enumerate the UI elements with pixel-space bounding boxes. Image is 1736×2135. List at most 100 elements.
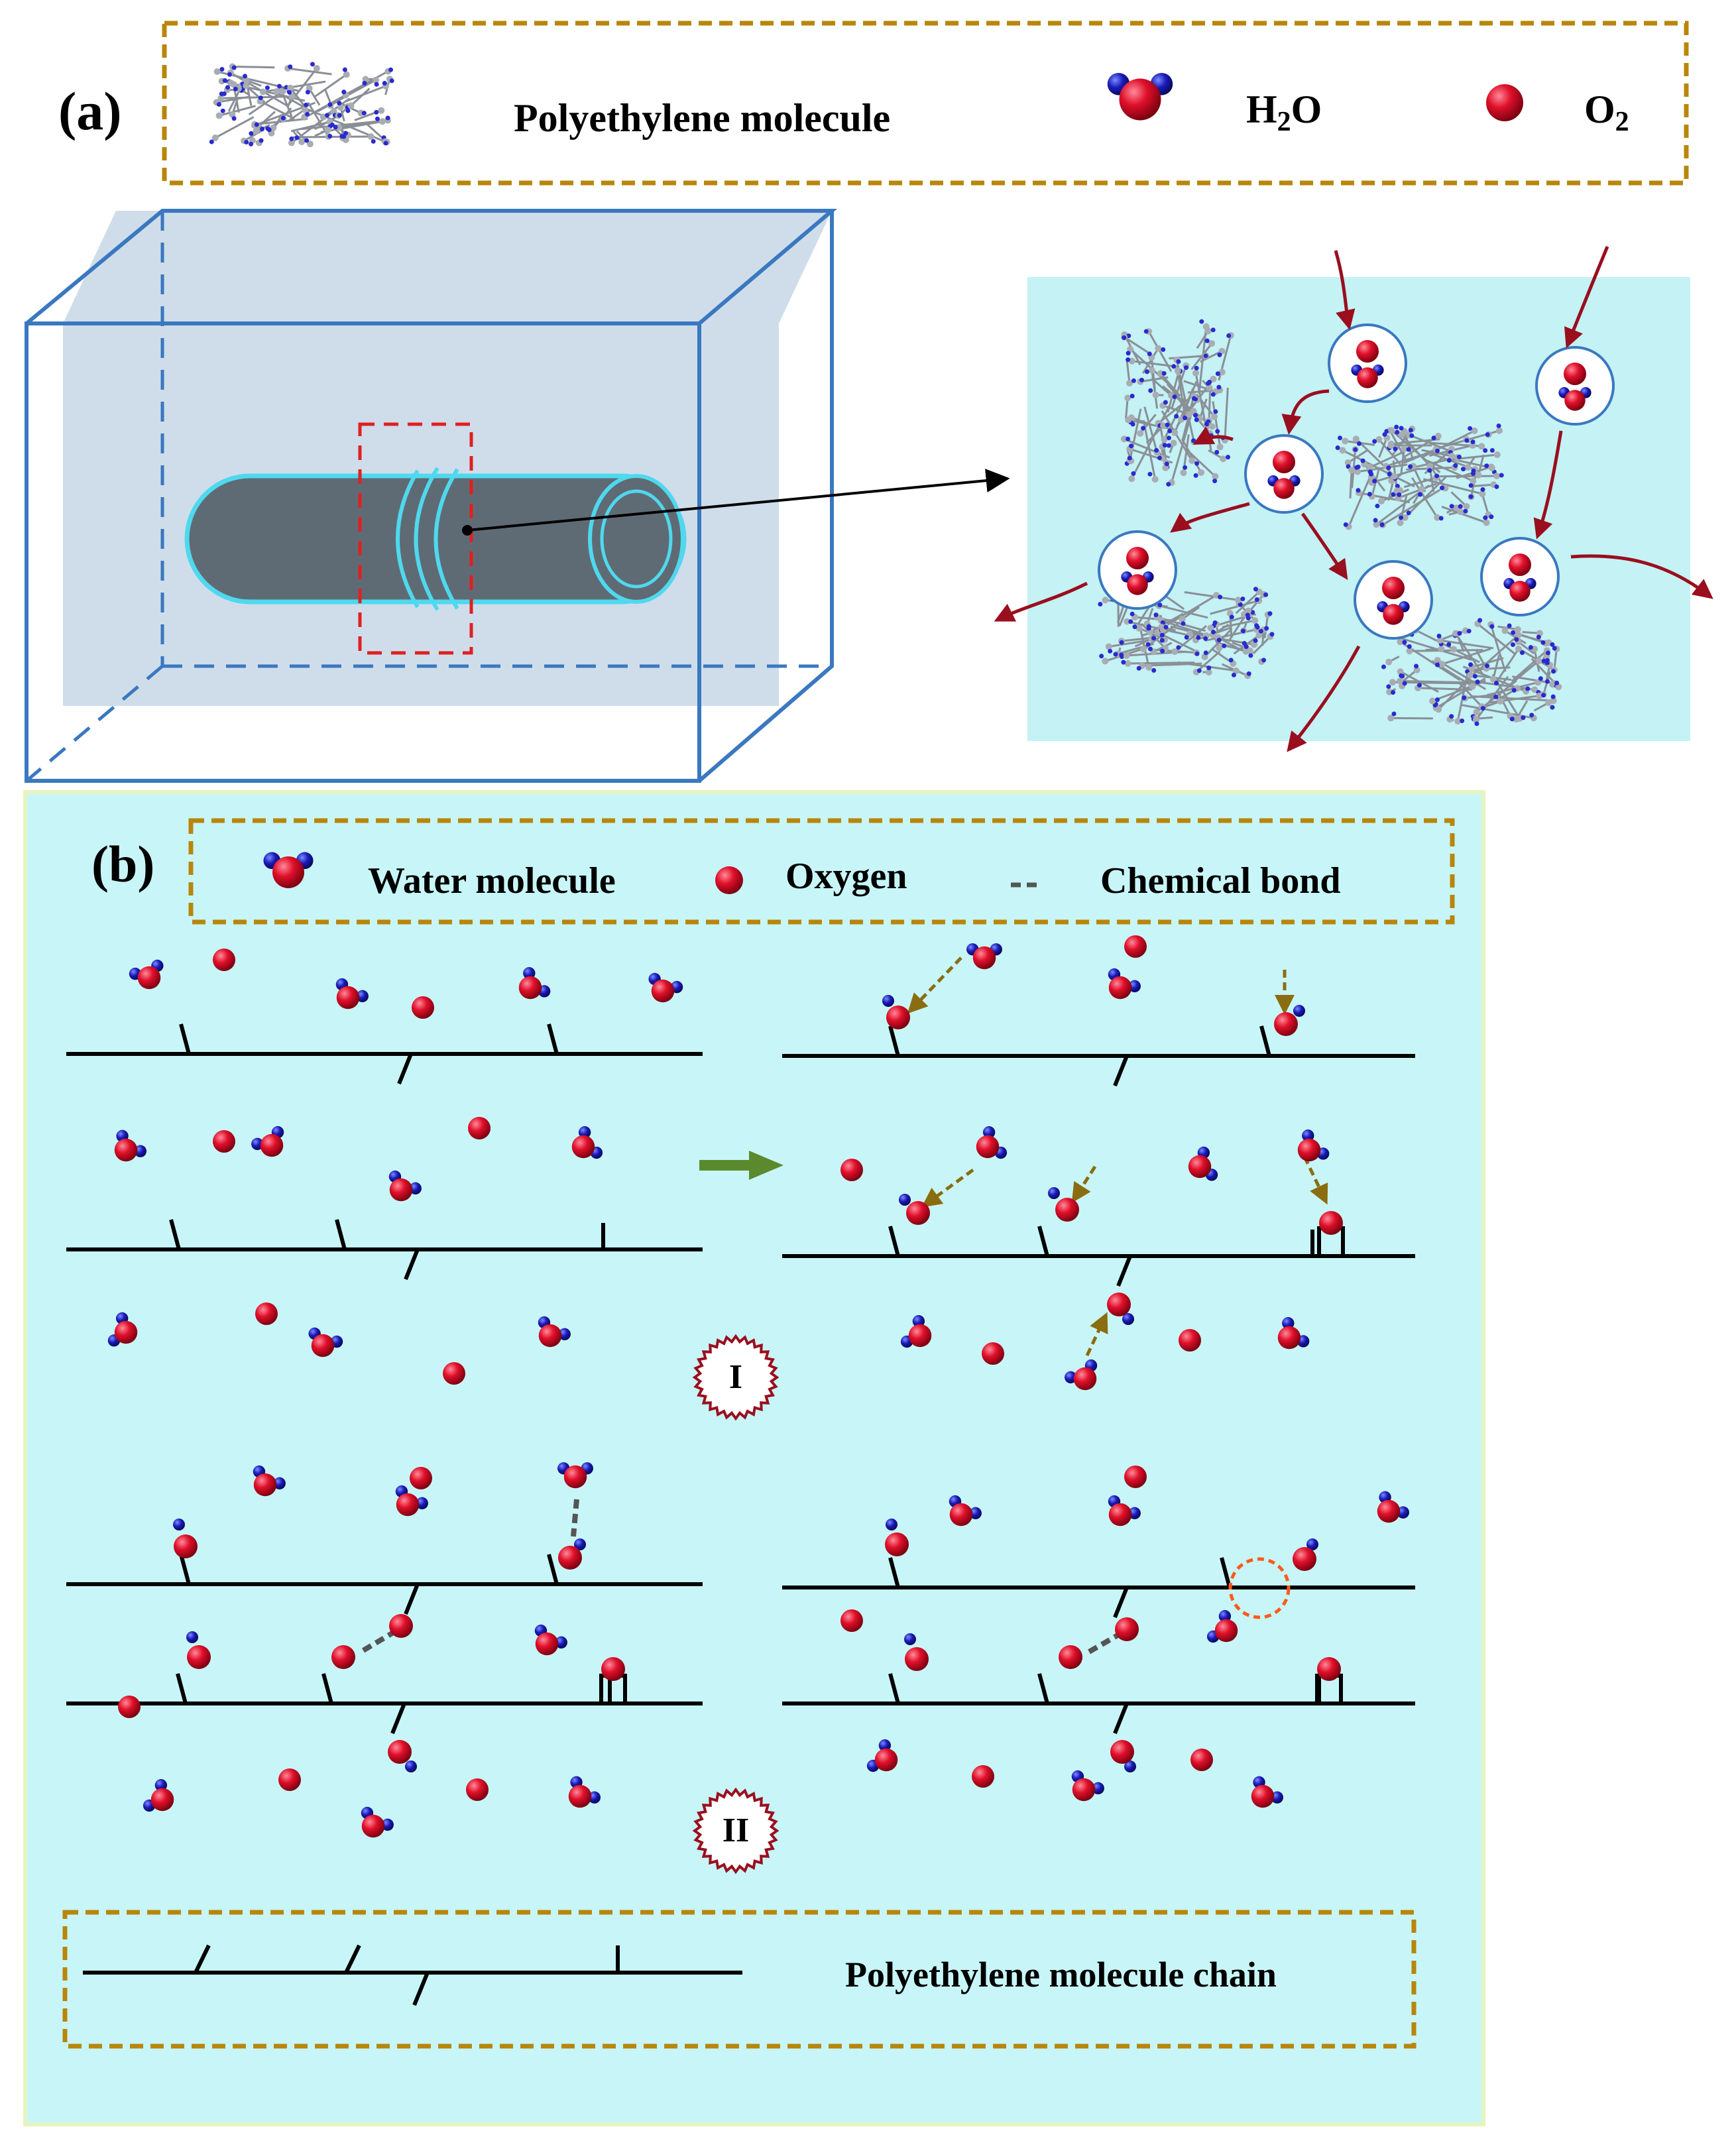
oxygen-atom [272,856,304,888]
oxygen-atom [1072,1778,1096,1802]
polyethylene-chain [66,1219,703,1281]
oxygen-atom [118,1696,141,1718]
oxygen-atom [1124,935,1147,958]
polyethylene-chain [782,1557,1415,1619]
polyethylene-chain [782,1226,1415,1287]
hydrogen-atom [416,1497,428,1510]
oxygen-atom [906,1201,930,1225]
stage-badge-i: I [692,1334,780,1421]
oxygen-atom [1059,1645,1082,1669]
hydrogen-atom [273,1477,286,1490]
water-molecule [1065,1359,1098,1391]
hydrogen-atom [1397,1506,1409,1519]
hydrogen-atom [1218,1610,1232,1623]
water-molecule [900,1315,932,1348]
polyethylene-chain [782,1025,1415,1087]
legend-o2-label: O2 [1584,87,1629,137]
oxygen-atom [1317,1657,1341,1681]
oxygen-atom [311,1334,335,1357]
oxygen-atom [1190,1749,1213,1771]
oxygen-atom [601,1657,625,1681]
legend-b-box [188,818,1455,925]
water-molecule [976,1126,1008,1159]
hydrogen-atom [1122,1313,1134,1325]
legend-water-label: Water molecule [368,860,616,901]
panel-a: (a) Polyethylene molecule H2O O2 [25,21,1713,783]
water-molecule [308,1327,343,1357]
oxygen-atom [558,1546,582,1570]
water-molecule [966,943,1002,970]
panel-b-label: (b) [91,835,154,893]
oxygen-atom [331,1645,355,1669]
chain-scission-highlight [1228,1557,1291,1619]
oxygen-atom [1383,604,1404,625]
oxygen-atom [255,1302,278,1325]
hydrogen-atom [904,1633,916,1645]
water-molecule [1108,968,1141,1000]
water-molecule [1297,1129,1330,1162]
molecule-bubble [1354,560,1433,640]
oxygen-atom [253,1473,277,1497]
panel-a-label: (a) [58,81,122,141]
water-molecule [1377,1491,1409,1523]
oxygen-atom [874,1748,898,1772]
water-molecule [866,1739,898,1772]
panel-b-background [23,790,1485,2126]
hydrogen-atom [912,1315,925,1328]
legend-h2o-label: H2O [1246,87,1322,137]
oxygen-atom [443,1362,465,1385]
hydrogen-atom [1306,1538,1318,1550]
hydrogen-atom [969,1507,982,1520]
hydrogen-atom [899,1194,911,1206]
water-molecule [143,1779,174,1812]
water-molecule [1206,1610,1238,1643]
hydrogen-atom [173,1519,185,1530]
oxygen-atom [213,1130,235,1153]
oxygen-atom [972,1765,994,1788]
hydrogen-atom [1302,1129,1314,1142]
legend-chain-icon [83,1944,742,2006]
hydrogen-atom [578,1126,591,1139]
polyethylene-molecule [1120,319,1234,487]
molecules [107,935,1409,1838]
water-molecule [1108,1495,1141,1527]
hydrogen-atom [574,1538,586,1550]
water-molecule [1377,601,1410,625]
hydrogen-atom [555,1636,567,1649]
hydrogen-atom [356,990,369,1003]
oxygen-atom [972,946,996,970]
water-molecule [395,1485,428,1517]
legend-o2-icon [1486,84,1523,121]
oxygen-atom [1377,1499,1401,1523]
oxygen-atom [389,1614,413,1638]
oxygen-atom [1127,574,1148,595]
water-molecule [263,852,314,888]
oxygen-atom [174,1534,198,1558]
hydrogen-atom [982,1126,996,1139]
oxygen-atom [1277,1326,1301,1350]
chemical-bond [1087,1632,1121,1654]
water-molecule [335,978,369,1010]
hydrogen-atom [251,1137,264,1151]
hydrogen-atom [878,1739,892,1752]
water-molecule [534,1624,567,1656]
hydrogen-atom [1092,1782,1104,1795]
oxygen-atom [1509,581,1531,602]
flow-arrow [699,1151,783,1180]
oxygen-atom [410,1467,432,1489]
legend-a-box [162,21,1689,186]
water-molecule [114,1129,146,1162]
water-molecule [568,1776,601,1808]
svg-text:I: I [729,1358,742,1396]
oxygen-atom [976,1135,1000,1159]
hydrogen-atom [405,1760,417,1772]
water-molecule [648,972,683,1003]
chemical-bonds [361,1499,1121,1654]
oxygen-atom [213,949,235,971]
oxygen-atom [412,996,434,1019]
oxygen-atom [114,1320,138,1344]
oxygen-atom [137,966,161,990]
legend-chain-box [62,1910,1417,2049]
oxygen-atom [1188,1155,1212,1179]
legend-oxygen-icon [715,866,743,894]
